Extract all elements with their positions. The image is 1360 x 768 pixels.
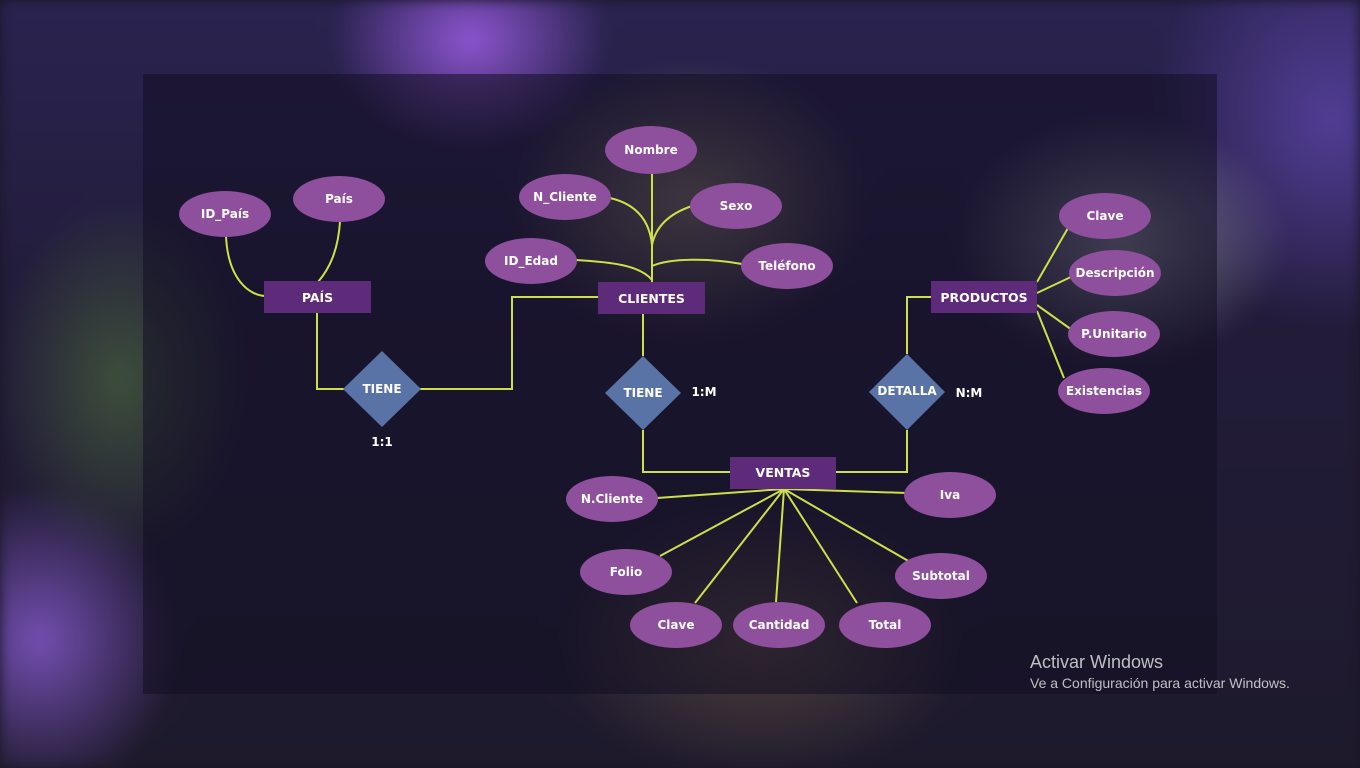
- attribute-descripcion: Descripción: [1069, 250, 1161, 296]
- diagram-panel: [143, 74, 1217, 694]
- attribute-folio-label: Folio: [610, 565, 642, 579]
- attribute-n-cliente-ventas-label: N.Cliente: [581, 492, 643, 506]
- attribute-n-cliente-label: N_Cliente: [533, 190, 597, 205]
- attribute-p-unitario-label: P.Unitario: [1081, 327, 1147, 341]
- attribute-existencias-label: Existencias: [1066, 384, 1142, 398]
- attribute-total: Total: [839, 602, 931, 648]
- entity-clientes: CLIENTES: [598, 282, 705, 314]
- attribute-clave-ventas-label: Clave: [658, 618, 695, 632]
- attribute-total-label: Total: [869, 618, 902, 632]
- attribute-pais: País: [293, 176, 385, 222]
- watermark-title: Activar Windows: [1030, 652, 1164, 672]
- attribute-existencias: Existencias: [1058, 368, 1150, 414]
- attribute-telefono: Teléfono: [741, 243, 833, 289]
- relationship-tiene-pais-label: TIENE: [362, 382, 401, 396]
- attribute-id-edad: ID_Edad: [485, 238, 577, 284]
- entity-clientes-label: CLIENTES: [618, 291, 685, 306]
- entity-pais: PAÍS: [264, 281, 371, 313]
- attribute-pais-label: País: [325, 192, 353, 206]
- attribute-id-pais-label: ID_País: [201, 207, 249, 222]
- attribute-n-cliente-ventas: N.Cliente: [566, 476, 658, 522]
- relationship-detalla: DETALLA: [869, 354, 945, 430]
- entity-productos-label: PRODUCTOS: [940, 290, 1027, 305]
- relationship-tiene-pais: TIENE: [343, 351, 421, 427]
- entity-productos: PRODUCTOS: [931, 281, 1037, 313]
- attribute-p-unitario: P.Unitario: [1068, 311, 1160, 357]
- relationship-tiene-clientes-label: TIENE: [623, 386, 662, 400]
- attribute-nombre: Nombre: [605, 126, 697, 174]
- attribute-id-edad-label: ID_Edad: [504, 254, 558, 269]
- attribute-sexo-label: Sexo: [720, 199, 753, 213]
- attribute-sexo: Sexo: [690, 183, 782, 229]
- cardinality-1-1: 1:1: [371, 435, 393, 449]
- cardinality-1-m: 1:M: [691, 385, 716, 399]
- entity-ventas: VENTAS: [730, 457, 836, 489]
- attribute-nombre-label: Nombre: [624, 143, 677, 157]
- attribute-cantidad-label: Cantidad: [749, 618, 810, 632]
- watermark-subtitle: Ve a Configuración para activar Windows.: [1030, 675, 1290, 691]
- attribute-descripcion-label: Descripción: [1076, 266, 1155, 280]
- attribute-folio: Folio: [580, 549, 672, 595]
- cardinality-n-m: N:M: [956, 386, 983, 400]
- attribute-n-cliente: N_Cliente: [519, 174, 611, 220]
- attribute-subtotal: Subtotal: [895, 553, 987, 599]
- entity-pais-label: PAÍS: [302, 290, 333, 305]
- attribute-iva-label: Iva: [940, 488, 960, 502]
- entity-ventas-label: VENTAS: [756, 465, 811, 480]
- attribute-iva: Iva: [904, 472, 996, 518]
- relationship-detalla-label: DETALLA: [877, 384, 937, 398]
- attribute-telefono-label: Teléfono: [758, 259, 815, 273]
- relationship-tiene-clientes: TIENE: [605, 356, 681, 430]
- connectors: [225, 174, 1074, 604]
- attribute-clave-productos: Clave: [1059, 193, 1151, 239]
- attribute-id-pais: ID_País: [179, 191, 271, 237]
- attribute-subtotal-label: Subtotal: [912, 569, 970, 583]
- windows-activation-watermark: Activar Windows Ve a Configuración para …: [1030, 651, 1290, 692]
- attribute-cantidad: Cantidad: [733, 602, 825, 648]
- attribute-clave-ventas: Clave: [630, 602, 722, 648]
- attribute-clave-productos-label: Clave: [1087, 209, 1124, 223]
